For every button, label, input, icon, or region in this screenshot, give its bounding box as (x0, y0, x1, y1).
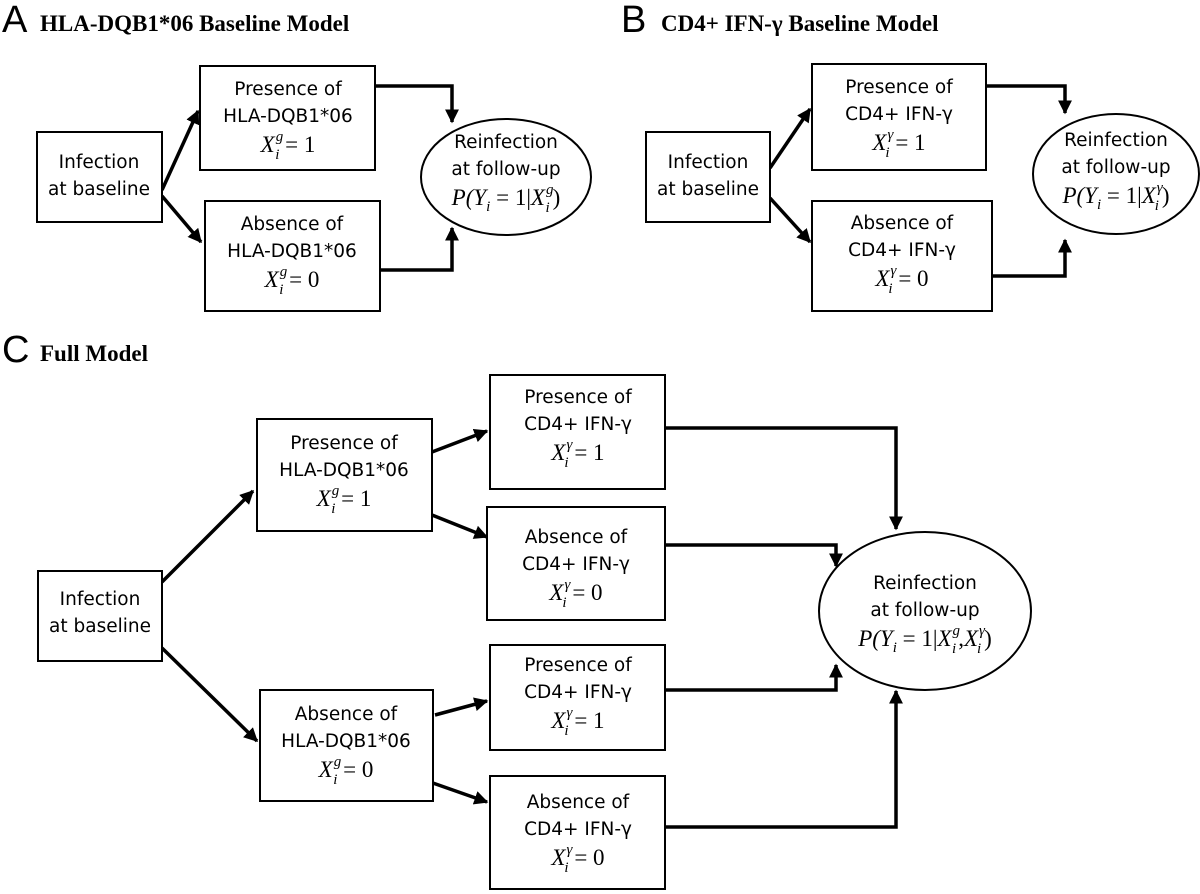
arrow-hla-absence-to-reinfection (380, 226, 459, 272)
svg-text:Presence of: Presence of (845, 77, 953, 98)
svg-text:HLA-DQB1*06: HLA-DQB1*06 (279, 460, 409, 481)
svg-text:Reinfection: Reinfection (454, 132, 558, 153)
arrow-hla-presence-to-ifn-absence (431, 513, 489, 539)
svg-text:Presence of: Presence of (524, 655, 632, 676)
svg-text:Infection: Infection (668, 152, 749, 173)
arrow-hla-presence-to-reinfection (375, 84, 459, 124)
svg-text:Infection: Infection (60, 589, 141, 610)
panel-b-arrows (768, 84, 1072, 278)
svg-text:Absence of: Absence of (295, 704, 398, 725)
panel-a-title: HLA-DQB1*06 Baseline Model (40, 11, 349, 36)
arrow-hla-presence-to-ifn-presence (431, 428, 489, 454)
arrow-infection-to-ifn-absence (768, 196, 812, 244)
svg-text:at follow-up: at follow-up (870, 600, 979, 621)
panel-a-letter: A (2, 0, 28, 41)
svg-text:Absence of: Absence of (241, 214, 344, 235)
svg-text:HLA-DQB1*06: HLA-DQB1*06 (227, 241, 357, 262)
panel-a-arrows (160, 84, 459, 272)
arrow-hla-absence-to-ifn-absence (429, 780, 489, 805)
svg-text:CD4+ IFN-γ: CD4+ IFN-γ (524, 819, 632, 840)
svg-text:HLA-DQB1*06: HLA-DQB1*06 (281, 731, 411, 752)
svg-text:Absence of: Absence of (527, 792, 630, 813)
arrow-path3-to-reinfection (665, 663, 843, 692)
panel-c: C Full Model Infection at baseline Prese… (2, 329, 1032, 890)
panel-b-letter: B (621, 0, 646, 41)
panel-a-infection-box: Infection at baseline (36, 131, 163, 223)
arrow-infection-to-hla-presence-full (160, 489, 255, 584)
arrow-path2-to-reinfection (665, 543, 843, 568)
svg-text:Reinfection: Reinfection (1064, 130, 1168, 151)
arrow-infection-to-hla-absence (160, 194, 203, 244)
svg-text:Presence of: Presence of (290, 433, 398, 454)
svg-text:CD4+ IFN-γ: CD4+ IFN-γ (848, 240, 956, 261)
svg-text:at follow-up: at follow-up (1061, 157, 1170, 178)
arrow-hla-absence-to-ifn-presence (434, 697, 489, 717)
svg-text:Reinfection: Reinfection (873, 573, 977, 594)
panel-c-arrows (160, 426, 903, 829)
svg-text:at follow-up: at follow-up (451, 159, 560, 180)
arrow-path4-to-reinfection (665, 689, 903, 829)
svg-text:Presence of: Presence of (524, 387, 632, 408)
svg-text:HLA-DQB1*06: HLA-DQB1*06 (223, 106, 353, 127)
svg-text:at baseline: at baseline (48, 179, 150, 200)
arrow-infection-to-hla-presence (160, 109, 200, 191)
svg-text:CD4+ IFN-γ: CD4+ IFN-γ (524, 682, 632, 703)
panel-c-title: Full Model (40, 341, 148, 366)
panel-b-title: CD4+ IFN-γ Baseline Model (661, 11, 938, 36)
svg-text:CD4+ IFN-γ: CD4+ IFN-γ (522, 554, 630, 575)
svg-text:Absence of: Absence of (851, 213, 954, 234)
arrow-infection-to-ifn-presence (768, 107, 812, 169)
svg-text:at baseline: at baseline (657, 179, 759, 200)
svg-text:at baseline: at baseline (49, 616, 151, 637)
arrow-infection-to-hla-absence-full (160, 646, 259, 743)
panel-b: B CD4+ IFN-γ Baseline Model Infection at… (621, 0, 1200, 312)
arrow-ifn-absence-to-reinfection (992, 238, 1072, 278)
svg-text:Presence of: Presence of (234, 79, 342, 100)
panel-c-letter: C (2, 329, 29, 371)
panel-a: A HLA-DQB1*06 Baseline Model Infection a… (2, 0, 592, 312)
svg-text:CD4+ IFN-γ: CD4+ IFN-γ (524, 414, 632, 435)
svg-text:Infection: Infection (59, 152, 140, 173)
panel-c-infection-box: Infection at baseline (37, 570, 163, 662)
svg-text:CD4+ IFN-γ: CD4+ IFN-γ (845, 104, 953, 125)
panel-b-infection-box: Infection at baseline (645, 131, 771, 223)
arrow-path1-to-reinfection (665, 426, 903, 531)
arrow-ifn-presence-to-reinfection (986, 84, 1072, 115)
svg-text:Absence of: Absence of (525, 527, 628, 548)
